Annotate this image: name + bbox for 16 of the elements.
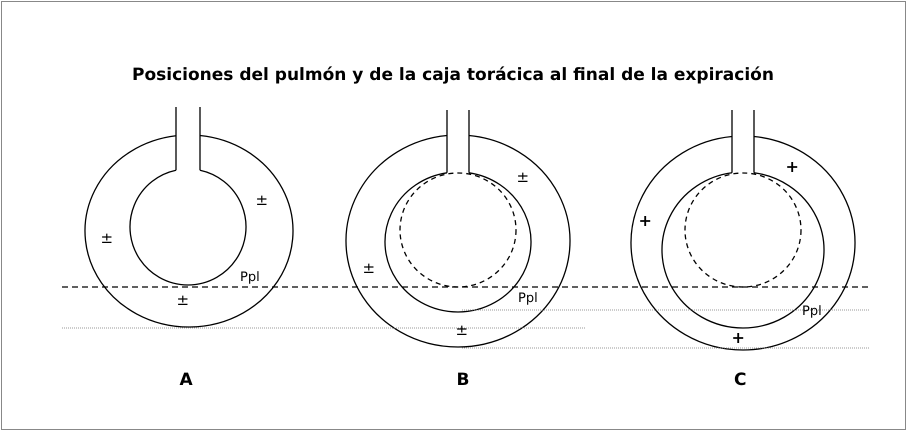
sign-mark: + [786, 159, 799, 175]
diagram-title: Posiciones del pulmón y de la caja torácica al final de la expiración [132, 66, 774, 84]
pressure-label: Ppl [802, 304, 822, 318]
panel-letter: B [456, 372, 470, 388]
panel-letter: C [734, 372, 746, 388]
sign-mark: ± [176, 292, 190, 308]
sign-mark: + [638, 213, 652, 229]
sign-mark: ± [456, 322, 468, 338]
sign-mark: + [732, 330, 745, 346]
sign-mark: ± [100, 230, 114, 246]
pressure-label: Ppl [518, 292, 538, 304]
sign-mark: ± [256, 192, 268, 208]
pressure-label: Ppl [240, 270, 260, 284]
sign-mark: ± [362, 260, 376, 276]
panel-letter: A [180, 372, 193, 388]
sign-mark: ± [516, 170, 530, 184]
